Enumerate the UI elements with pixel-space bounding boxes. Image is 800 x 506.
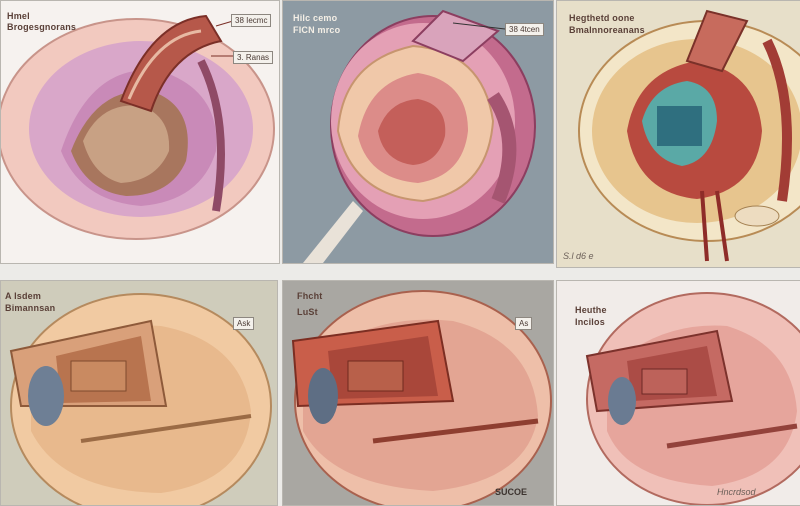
panel-heading: Hmel [7, 11, 30, 21]
panel-subheading: Bimannsan [5, 303, 56, 313]
annotation-tag: 38 Iecmc [231, 14, 272, 27]
panel-bottom-right: Heuthe Incilos Hncrdsod [556, 280, 800, 506]
annotation-tag: 38 4tcen [505, 23, 544, 36]
panel-heading: Hegthetd oone [569, 13, 635, 23]
panel-heading: A lsdem [5, 291, 42, 301]
panel-top-middle: Hilc cemo FICN mrco 38 4tcen [282, 0, 554, 264]
panel-subheading: Bmalnnoreanans [569, 25, 645, 35]
panel-footer: SUCOE [495, 487, 528, 497]
panel-footer: S.l d6 e [563, 251, 594, 261]
panel-subheading: Incilos [575, 317, 605, 327]
panel-bottom-left: A lsdem Bimannsan Ask [0, 280, 278, 506]
heart-illustration-bottom-left [9, 293, 272, 505]
panel-top-right: Hegthetd oone Bmalnnoreanans S.l d6 e [556, 0, 800, 268]
panel-footer: Hncrdsod [717, 487, 756, 497]
panel-top-left: Hmel Brogesgnorans 38 Iecmc 3. Ranas [0, 0, 280, 264]
panel-heading: Heuthe [575, 305, 607, 315]
heart-illustration-bottom-middle [291, 290, 552, 505]
panel-subheading: LuSt [297, 307, 318, 317]
panel-heading: Fhcht [297, 291, 323, 301]
panel-subheading: Brogesgnorans [7, 22, 77, 32]
heart-illustration-top-left [1, 14, 275, 240]
panel-bottom-middle: Fhcht LuSt As SUCOE [282, 280, 554, 506]
annotation-tag: As [515, 317, 533, 330]
heart-illustration-top-middle [303, 9, 536, 263]
heart-illustration-bottom-right [585, 292, 800, 505]
annotation-tag: 3. Ranas [233, 51, 274, 64]
panel-heading: Hilc cemo [293, 13, 338, 23]
heart-illustration-top-right [578, 9, 800, 262]
annotation-tag: Ask [233, 317, 255, 330]
panel-subheading: FICN mrco [293, 25, 341, 35]
